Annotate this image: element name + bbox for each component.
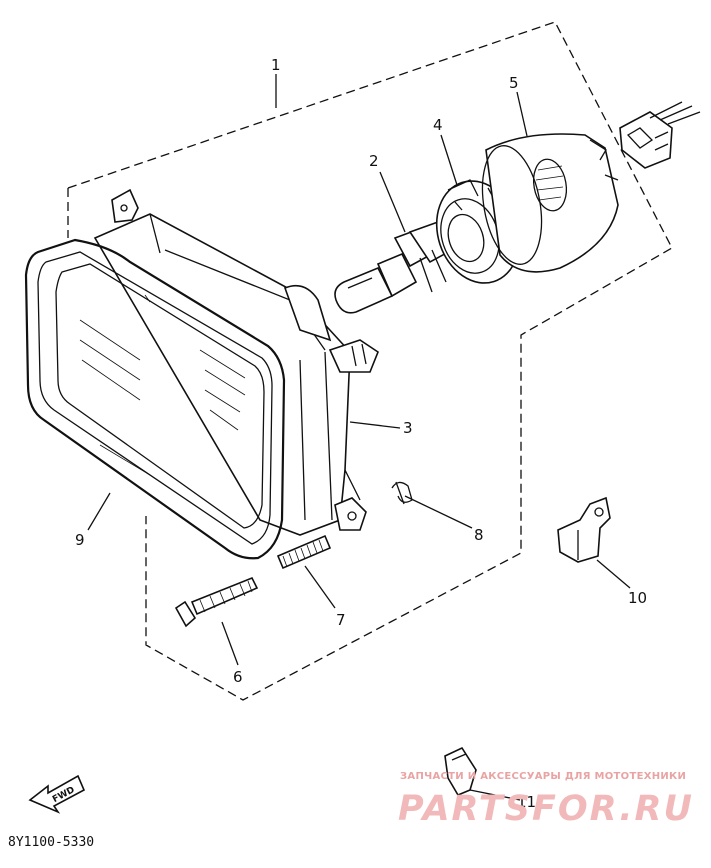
bulb — [334, 221, 454, 314]
watermark-brand: PARTSFOR.RU — [398, 789, 694, 829]
label-part-7: 7 — [336, 611, 346, 629]
assembly-boundary — [67, 21, 673, 701]
label-part-4: 4 — [433, 116, 443, 134]
fwd-arrow-icon: FWD — [28, 774, 86, 814]
label-part-5: 5 — [509, 74, 519, 92]
spring — [276, 534, 332, 570]
label-part-9: 9 — [75, 531, 85, 549]
watermark-tagline: ЗАПЧАСТИ И АКСЕССУАРЫ ДЛЯ МОТОТЕХНИКИ — [400, 771, 686, 782]
clip — [391, 481, 413, 505]
label-part-2: 2 — [369, 152, 379, 170]
headlight-rim — [24, 238, 286, 560]
adjusting-screw — [174, 576, 259, 628]
leader-lines — [87, 74, 631, 801]
part-labels: 1 2 3 4 5 6 7 8 9 10 11 — [75, 56, 647, 811]
label-part-1: 1 — [271, 56, 281, 74]
bulb-cover — [481, 133, 619, 273]
label-part-6: 6 — [233, 668, 243, 686]
label-part-8: 8 — [474, 526, 484, 544]
label-part-11: 11 — [517, 793, 536, 811]
wire-connector — [619, 101, 701, 169]
label-part-3: 3 — [403, 419, 413, 437]
watermark: ЗАПЧАСТИ И АКСЕССУАРЫ ДЛЯ МОТОТЕХНИКИ PA… — [398, 771, 694, 829]
drawing-code: 8Y1100-5330 — [8, 835, 94, 850]
label-part-10: 10 — [628, 589, 647, 607]
headlight-housing — [93, 188, 379, 536]
bracket — [557, 496, 611, 563]
